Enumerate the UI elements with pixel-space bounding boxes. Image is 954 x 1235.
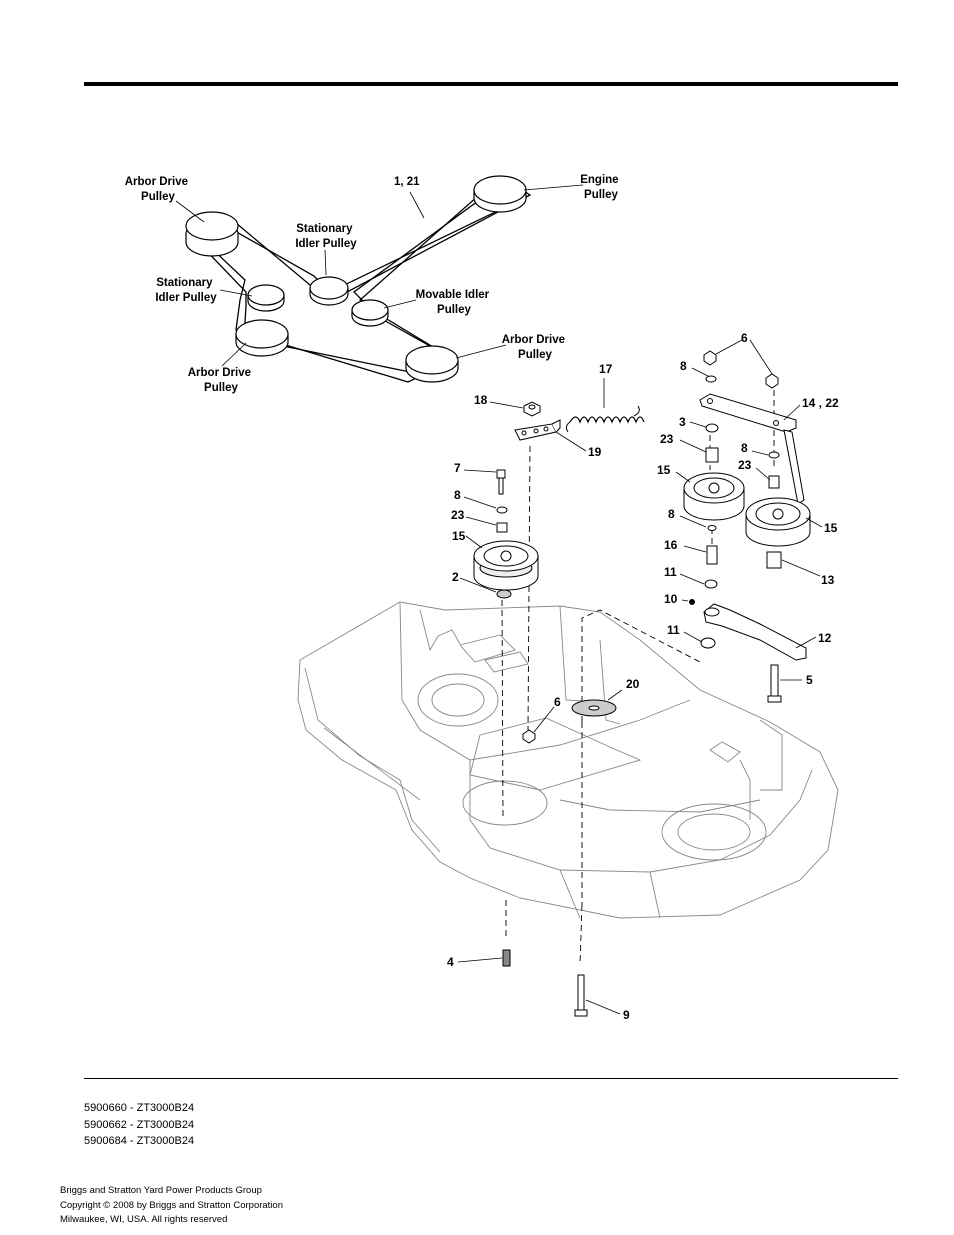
spacer-23-left-icon [496,522,508,533]
callout-3: 3 [679,415,686,429]
label-belt-part: 1, 21 [394,176,420,188]
model-line: 5900660 - ZT3000B24 [84,1102,195,1114]
footer-line: Milwaukee, WI, USA. All rights reserved [60,1214,228,1225]
callout-leaders [457,339,823,1015]
callout-8-left: 8 [454,488,461,502]
arbor-drive-pulley-bottom-icon [235,319,289,357]
callout-10: 10 [664,592,678,606]
label-arbor-drive-bottom: Arbor Drive Pulley [188,367,254,394]
idler-arm-14-22-icon [699,393,805,505]
washer-11-lower-icon [700,637,716,649]
stationary-idler-left-icon [247,284,285,312]
bolt-5-icon [767,664,782,703]
label-stationary-idler-left: Stationary Idler Pulley [155,277,217,304]
callout-19: 19 [588,445,602,459]
callout-20: 20 [626,677,640,691]
bushing-16-icon [706,545,718,565]
callout-11-upper: 11 [664,565,677,579]
footer-line: Briggs and Stratton Yard Power Products … [60,1185,262,1196]
spacer-23-left-assembly-icon [705,447,719,463]
nut-18-icon [523,401,541,417]
callout-6-right: 6 [741,331,748,345]
callout-15-left: 15 [452,529,466,543]
nut-6-deck-icon [522,729,536,744]
callout-23-deck: 23 [451,508,465,522]
bracket-19-icon [514,419,561,441]
parts-hardware [473,350,811,1017]
callout-numbers: 6 8 14 , 22 3 23 8 23 15 15 8 16 11 13 1… [447,331,839,1022]
callout-8-top: 8 [680,359,687,373]
callout-15-right: 15 [824,521,838,535]
bolt-4-icon [502,949,511,967]
washer-8-right-icon [768,451,780,459]
belt-1-21 [188,177,532,383]
model-list: 5900660 - ZT3000B24 5900662 - ZT3000B24 … [84,1100,194,1150]
washer-8-lower-icon [707,525,717,531]
idler-arm-12-icon [703,603,807,661]
model-line: 5900684 - ZT3000B24 [84,1135,195,1147]
footer-line: Copyright © 2008 by Briggs and Stratton … [60,1199,283,1211]
belt-routing-diagram [175,175,584,383]
stationary-idler-center-icon [309,276,349,306]
label-movable-idler: Movable Idler Pulley [416,289,493,316]
alignment-lines [501,390,775,966]
label-engine-pulley: Engine Pulley [580,174,622,201]
callout-17: 17 [599,362,613,376]
callout-16: 16 [664,538,678,552]
callout-23-right: 23 [738,458,752,472]
copyright-footer: Briggs and Stratton Yard Power Products … [60,1184,283,1228]
callout-5: 5 [806,673,813,687]
callout-8-right: 8 [741,441,748,455]
label-arbor-drive-top: Arbor Drive Pulley [125,176,191,203]
washer-8-top-icon [705,375,717,383]
spring-17-icon [565,405,645,433]
bolt-9-icon [574,974,588,1017]
callout-11-lower: 11 [667,623,680,637]
engine-pulley-icon [473,175,527,213]
spacer-23-right-icon [768,475,780,489]
idler-pulley-15-mid-icon [683,472,745,521]
callout-13: 13 [821,573,835,587]
callout-2: 2 [452,570,459,584]
washer-11-upper-icon [704,579,718,589]
callout-8-lower: 8 [668,507,675,521]
footer-rule [84,1078,898,1079]
callout-14-22: 14 , 22 [802,396,839,410]
header-rule [84,82,898,86]
mower-deck-housing [297,601,839,919]
label-stationary-idler-center: Stationary Idler Pulley [295,223,357,250]
washer-3-icon [705,423,719,433]
washer-8-left-icon [496,506,508,514]
callout-18: 18 [474,393,488,407]
callout-7: 7 [454,461,461,475]
callout-12: 12 [818,631,832,645]
idler-pulley-15-left-icon [473,540,539,591]
callout-4: 4 [447,955,454,969]
model-line: 5900662 - ZT3000B24 [84,1118,195,1131]
callout-6-deck: 6 [554,695,561,709]
arbor-drive-pulley-right-icon [405,345,459,383]
washer-20-icon [571,699,617,717]
movable-idler-icon [351,299,389,327]
label-arbor-drive-right: Arbor Drive Pulley [502,334,568,361]
bolt-7-icon [496,469,506,495]
idler-pulley-15-right-icon [745,497,811,547]
washer-2-icon [496,589,512,599]
bushing-13-icon [766,551,782,569]
nut-6-right-icon [765,373,779,389]
arbor-drive-pulley-top-icon [185,211,239,257]
nut-6-left-icon [703,350,717,366]
callout-23-left: 23 [660,432,674,446]
grease-fitting-10-icon [689,599,695,605]
callout-9: 9 [623,1008,630,1022]
callout-15-mid: 15 [657,463,671,477]
